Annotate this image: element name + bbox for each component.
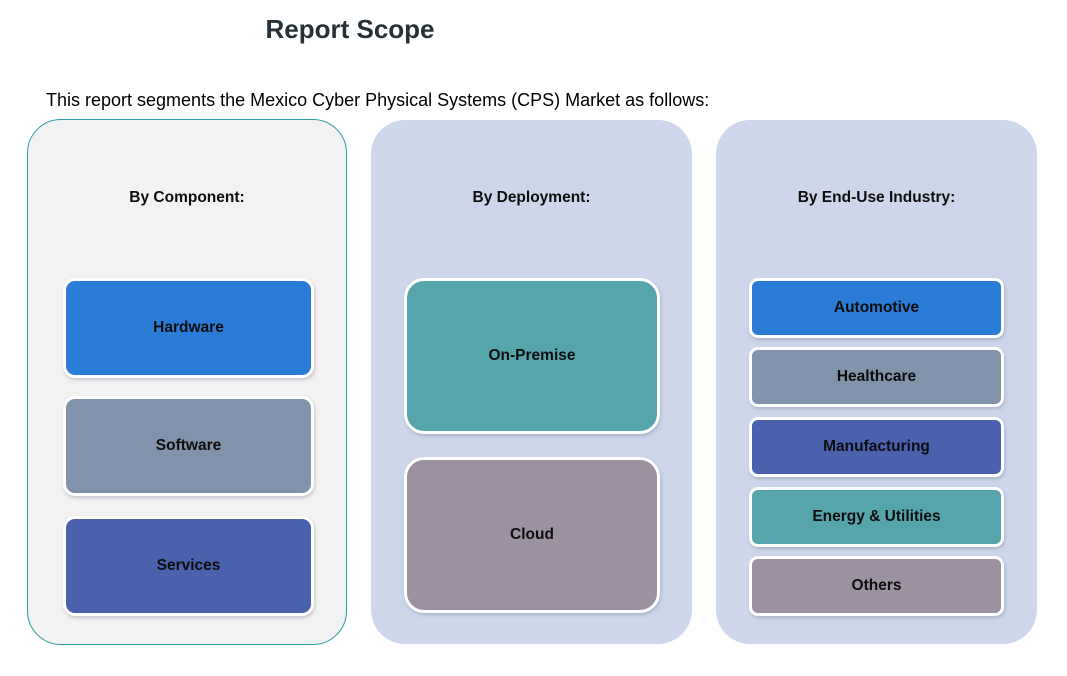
segment-box-hardware: Hardware <box>63 278 314 378</box>
segment-label-on-premise: On-Premise <box>488 347 576 364</box>
panel-header-by-deployment: By Deployment: <box>472 189 591 206</box>
panel-by-end-use-industry: By End-Use Industry: Automotive Healthca… <box>716 120 1037 644</box>
segment-box-energy-utilities: Energy & Utilities <box>749 487 1004 547</box>
segment-box-services: Services <box>63 516 314 616</box>
segment-label-others: Others <box>851 577 902 594</box>
panel-header-by-component: By Component: <box>129 189 245 206</box>
segment-box-cloud: Cloud <box>404 457 660 613</box>
segment-box-automotive: Automotive <box>749 278 1004 338</box>
segment-box-software: Software <box>63 396 314 496</box>
segment-label-healthcare: Healthcare <box>836 368 917 385</box>
segment-box-manufacturing: Manufacturing <box>749 417 1004 477</box>
segment-box-healthcare: Healthcare <box>749 347 1004 407</box>
segment-box-others: Others <box>749 556 1004 616</box>
segment-label-services: Services <box>156 557 221 574</box>
segment-label-hardware: Hardware <box>153 319 224 336</box>
panel-header-by-end-use-industry: By End-Use Industry: <box>797 189 956 206</box>
segment-label-cloud: Cloud <box>510 526 554 543</box>
subtitle-text: This report segments the Mexico Cyber Ph… <box>46 90 710 110</box>
segment-label-automotive: Automotive <box>833 299 920 316</box>
segment-label-software: Software <box>155 437 222 454</box>
segment-label-manufacturing: Manufacturing <box>823 438 930 455</box>
panel-by-deployment: By Deployment: On-Premise Cloud <box>371 120 692 644</box>
segment-label-energy-utilities: Energy & Utilities <box>812 508 941 525</box>
panel-by-component: By Component: Hardware Software Services <box>27 119 347 645</box>
segment-box-on-premise: On-Premise <box>404 278 660 434</box>
page-title: Report Scope <box>265 14 435 44</box>
